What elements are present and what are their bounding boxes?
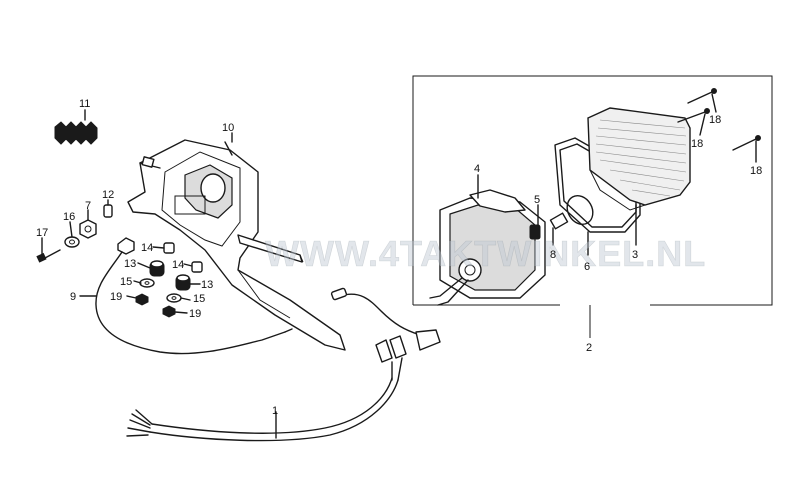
bolt-part-17 bbox=[36, 237, 61, 263]
watermark-text: WWW.4TAKTWINKEL.NL bbox=[265, 233, 706, 274]
label-part-14a: 14 bbox=[141, 242, 153, 254]
grommet-part-13b bbox=[175, 274, 191, 291]
screws-part-18 bbox=[677, 88, 761, 163]
fasteners-left bbox=[36, 199, 203, 318]
label-part-19a: 19 bbox=[110, 291, 122, 303]
part-labels: 1 2 3 4 5 6 7 8 9 10 11 12 13 13 14 14 1… bbox=[36, 98, 762, 417]
label-part-9: 9 bbox=[70, 291, 76, 303]
tail-light-lens-part-3 bbox=[587, 107, 691, 246]
label-part-18a: 18 bbox=[709, 114, 721, 126]
grommet-part-13a bbox=[149, 260, 165, 277]
washer-part-15b bbox=[166, 293, 182, 303]
label-part-3: 3 bbox=[632, 249, 638, 261]
label-part-15b: 15 bbox=[193, 293, 205, 305]
washer-part-15a bbox=[139, 278, 155, 288]
label-part-6: 6 bbox=[584, 261, 590, 273]
license-light-wire-part-9 bbox=[79, 237, 293, 355]
label-part-5: 5 bbox=[534, 194, 540, 206]
grommet-strip-part-11 bbox=[54, 109, 98, 145]
collar-part-14b bbox=[191, 261, 203, 273]
label-part-15a: 15 bbox=[120, 276, 132, 288]
lens-gasket-part-6 bbox=[554, 137, 641, 256]
bulb-socket-part-5 bbox=[529, 204, 541, 240]
nut-part-19b bbox=[162, 305, 176, 318]
label-part-13a: 13 bbox=[124, 258, 136, 270]
label-part-16: 16 bbox=[63, 211, 75, 223]
label-part-2: 2 bbox=[586, 342, 592, 354]
collar-part-14a bbox=[163, 242, 175, 254]
label-part-4: 4 bbox=[474, 163, 480, 175]
label-part-11: 11 bbox=[79, 98, 90, 110]
label-part-12: 12 bbox=[102, 189, 114, 201]
washer-part-16 bbox=[64, 236, 80, 248]
label-part-1: 1 bbox=[272, 405, 278, 417]
wire-harness-part-1 bbox=[126, 287, 441, 442]
label-part-18b: 18 bbox=[691, 138, 703, 150]
label-part-10: 10 bbox=[222, 122, 234, 134]
label-part-7: 7 bbox=[85, 200, 91, 212]
label-part-14b: 14 bbox=[172, 259, 184, 271]
label-part-18c: 18 bbox=[750, 165, 762, 177]
nut-part-7 bbox=[79, 219, 97, 239]
label-part-8: 8 bbox=[550, 249, 556, 261]
label-part-19b: 19 bbox=[189, 308, 201, 320]
collar-part-12 bbox=[103, 204, 113, 218]
label-part-13b: 13 bbox=[201, 279, 213, 291]
leader-lines bbox=[126, 132, 233, 314]
nut-part-19a bbox=[135, 293, 149, 306]
label-part-17: 17 bbox=[36, 227, 48, 239]
license-bracket-part-10 bbox=[127, 139, 346, 351]
tail-light-base-part-4 bbox=[429, 174, 546, 306]
